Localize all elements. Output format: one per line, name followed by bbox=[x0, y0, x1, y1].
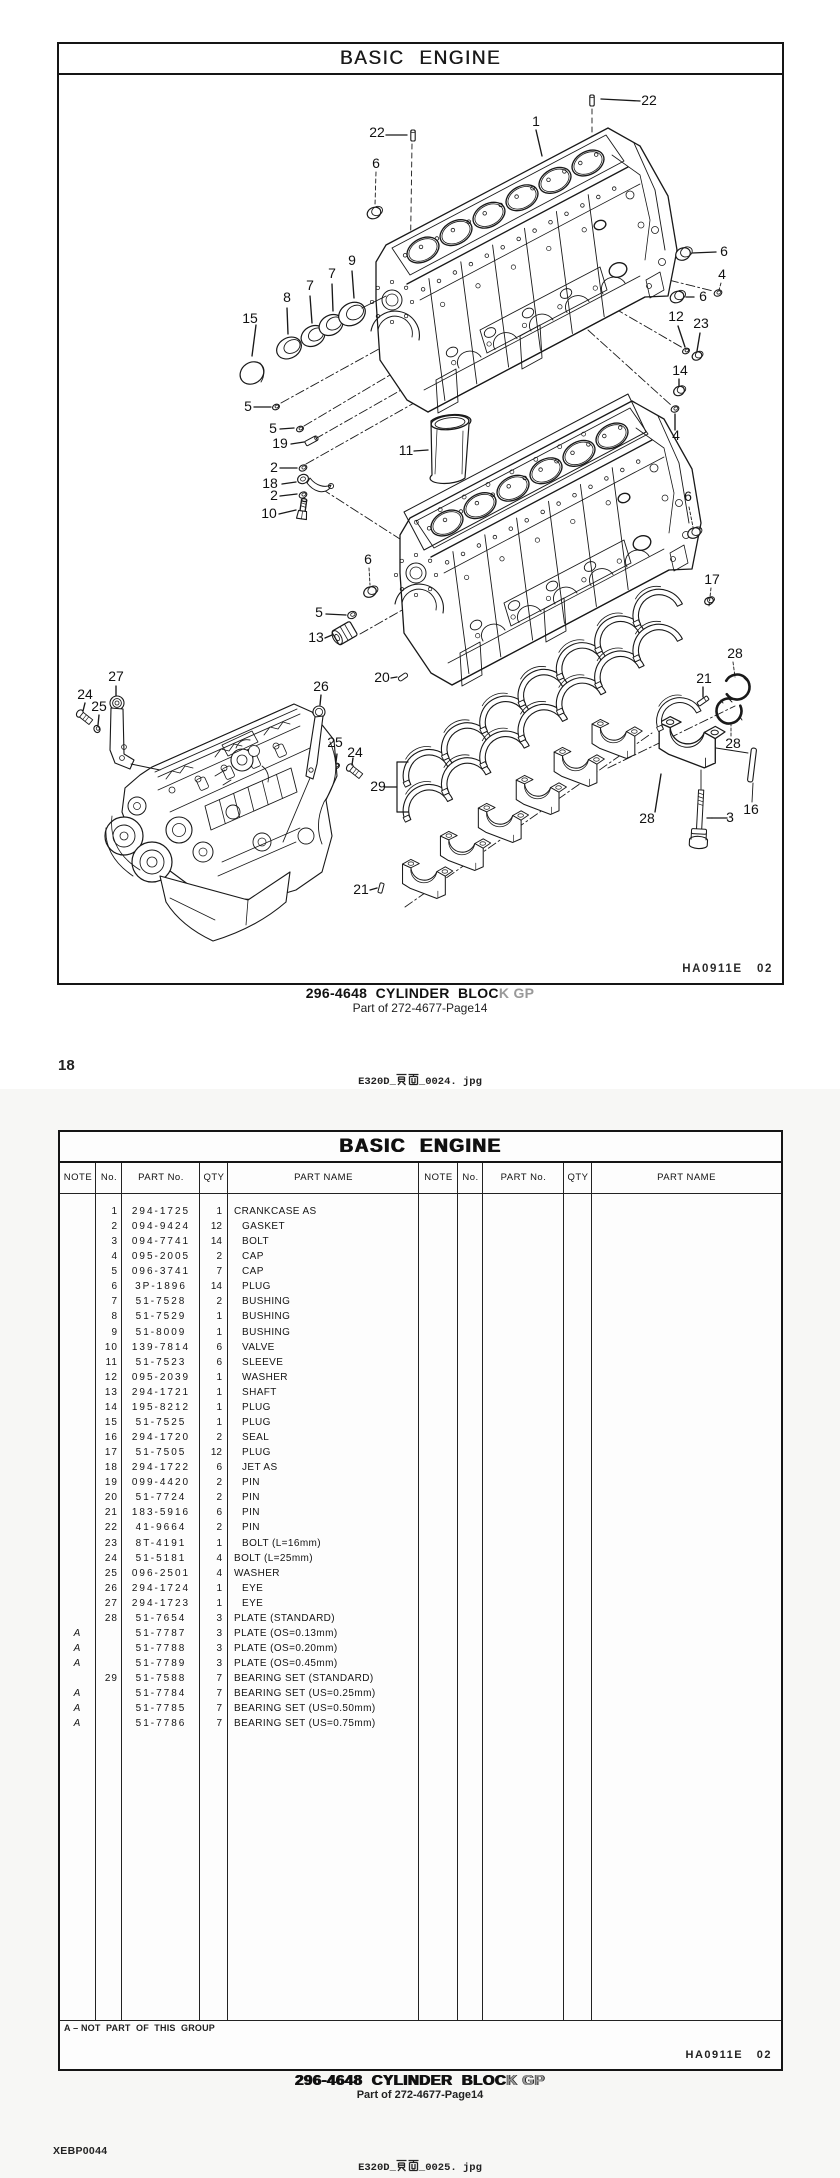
svg-text:24: 24 bbox=[347, 744, 363, 760]
svg-text:12: 12 bbox=[668, 308, 684, 324]
svg-text:7: 7 bbox=[306, 277, 314, 293]
svg-text:19: 19 bbox=[272, 435, 288, 451]
svg-text:22: 22 bbox=[641, 92, 657, 108]
svg-text:2: 2 bbox=[270, 459, 278, 475]
svg-text:29: 29 bbox=[370, 778, 386, 794]
svg-text:9: 9 bbox=[348, 252, 356, 268]
svg-text:6: 6 bbox=[699, 288, 707, 304]
svg-text:6: 6 bbox=[372, 155, 380, 171]
svg-text:17: 17 bbox=[704, 571, 720, 587]
svg-text:25: 25 bbox=[327, 734, 343, 750]
svg-text:2: 2 bbox=[270, 487, 278, 503]
svg-text:5: 5 bbox=[244, 398, 252, 414]
svg-text:8: 8 bbox=[283, 289, 291, 305]
svg-text:26: 26 bbox=[313, 678, 329, 694]
svg-text:28: 28 bbox=[727, 645, 743, 661]
svg-text:18: 18 bbox=[262, 475, 278, 491]
svg-text:1: 1 bbox=[532, 113, 540, 129]
svg-text:7: 7 bbox=[328, 265, 336, 281]
svg-text:10: 10 bbox=[261, 505, 277, 521]
svg-text:5: 5 bbox=[269, 420, 277, 436]
svg-text:21: 21 bbox=[353, 881, 369, 897]
svg-text:14: 14 bbox=[672, 362, 688, 378]
svg-text:24: 24 bbox=[77, 686, 93, 702]
svg-text:6: 6 bbox=[720, 243, 728, 259]
svg-text:25: 25 bbox=[91, 698, 107, 714]
svg-text:21: 21 bbox=[696, 670, 712, 686]
svg-text:6: 6 bbox=[364, 551, 372, 567]
svg-text:28: 28 bbox=[639, 810, 655, 826]
svg-text:11: 11 bbox=[399, 442, 414, 458]
svg-text:6: 6 bbox=[684, 488, 692, 504]
svg-text:4: 4 bbox=[718, 266, 726, 282]
svg-text:16: 16 bbox=[743, 801, 759, 817]
svg-text:28: 28 bbox=[725, 735, 741, 751]
svg-text:13: 13 bbox=[308, 629, 324, 645]
svg-text:15: 15 bbox=[242, 310, 258, 326]
svg-text:4: 4 bbox=[672, 427, 680, 443]
svg-text:27: 27 bbox=[108, 668, 124, 684]
svg-text:3: 3 bbox=[726, 809, 734, 825]
svg-text:20: 20 bbox=[374, 669, 390, 685]
svg-text:23: 23 bbox=[693, 315, 709, 331]
svg-text:22: 22 bbox=[369, 124, 385, 140]
svg-text:5: 5 bbox=[315, 604, 323, 620]
